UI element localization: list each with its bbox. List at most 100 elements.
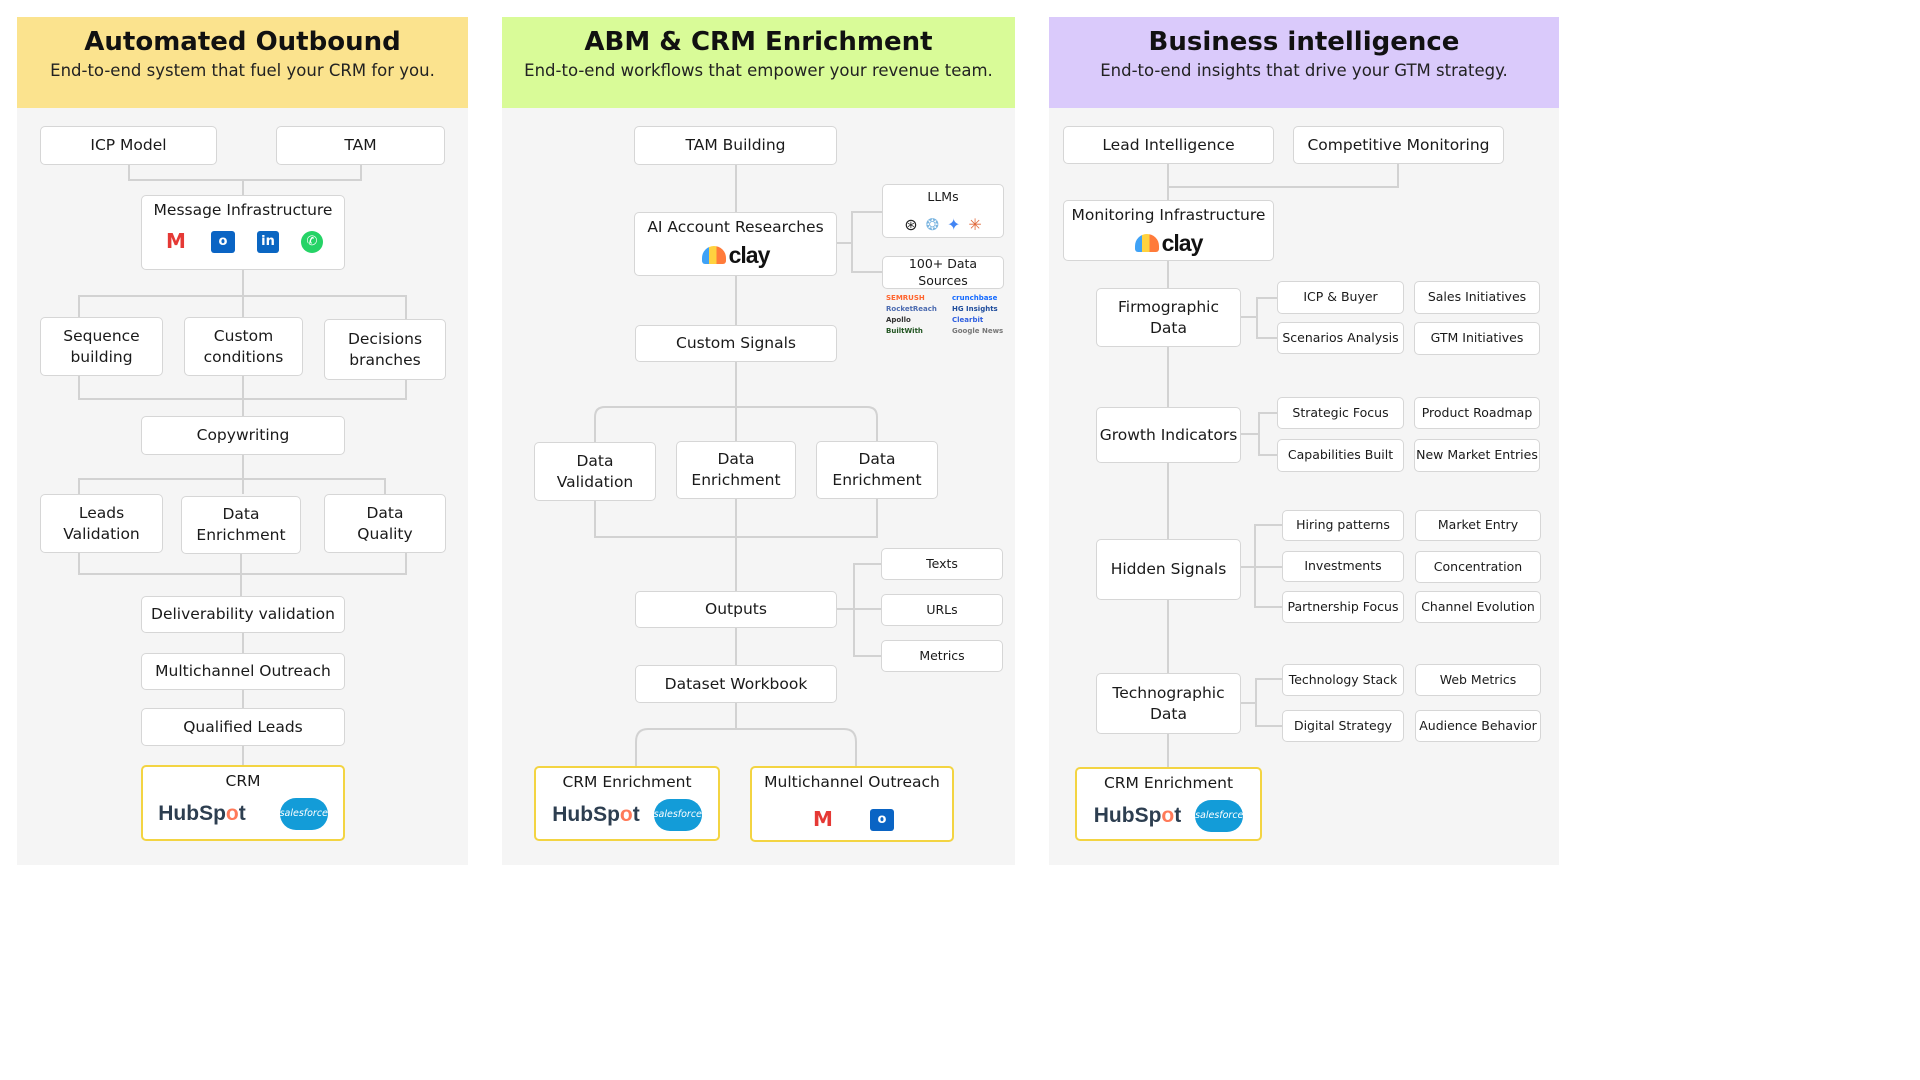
panel-title: Automated Outbound — [84, 27, 401, 57]
channel-evolution-label: Channel Evolution — [1421, 598, 1535, 614]
builtwith-logo: BuiltWith — [886, 327, 923, 335]
data-validation-label: Data Validation — [556, 451, 634, 491]
qualified-leads-box: Qualified Leads — [141, 708, 345, 746]
automated-outbound-panel: Automated Outbound End-to-end system tha… — [17, 17, 468, 865]
llm-icons: ⊛ ❂ ✦ ✳ — [904, 214, 982, 236]
panel-subtitle: End-to-end insights that drive your GTM … — [1100, 61, 1508, 80]
crm-enrichment-box: CRM Enrichment HubSpot salesforce — [534, 766, 720, 841]
hubspot-logo: HubSpot — [1093, 803, 1182, 827]
copywriting-box: Copywriting — [141, 416, 345, 455]
outlook-icon: o — [211, 230, 235, 253]
audience-behavior-label: Audience Behavior — [1419, 717, 1537, 733]
outputs-label: Outputs — [705, 600, 767, 619]
partnership-focus-box: Partnership Focus — [1282, 591, 1404, 623]
web-metrics-box: Web Metrics — [1415, 664, 1541, 696]
data-quality-label: Data Quality — [357, 503, 413, 543]
firmographic-data-label: Firmographic Data — [1118, 297, 1219, 337]
scenarios-analysis-label: Scenarios Analysis — [1282, 329, 1399, 345]
crm-enrichment-label: CRM Enrichment — [562, 773, 692, 791]
data-enrichment-box-2: Data Enrichment — [816, 441, 938, 499]
panel-subtitle: End-to-end workflows that empower your r… — [524, 61, 993, 80]
hubspot-logo: HubSpot — [552, 802, 640, 826]
strategic-focus-box: Strategic Focus — [1277, 397, 1404, 429]
gemini-icon: ✦ — [947, 214, 961, 234]
clay-icon — [701, 246, 726, 265]
linkedin-icon: in — [257, 230, 279, 253]
market-entry-label: Market Entry — [1437, 517, 1519, 533]
crm-logos: HubSpot salesforce — [552, 798, 702, 831]
hidden-signals-box: Hidden Signals — [1096, 539, 1241, 600]
crm-enrichment-box: CRM Enrichment HubSpot salesforce — [1075, 767, 1262, 841]
google-news-logo: Google News — [952, 327, 1004, 335]
qualified-leads-label: Qualified Leads — [183, 717, 303, 736]
outlook-icon: o — [870, 808, 894, 831]
custom-signals-box: Custom Signals — [635, 325, 837, 362]
metrics-box: Metrics — [881, 640, 1003, 672]
texts-label: Texts — [926, 555, 958, 571]
new-market-entries-label: New Market Entries — [1416, 447, 1538, 463]
audience-behavior-box: Audience Behavior — [1415, 710, 1541, 742]
strategic-focus-label: Strategic Focus — [1292, 404, 1389, 420]
rocketreach-logo: RocketReach — [886, 305, 937, 313]
outreach-icons: M o — [810, 807, 894, 831]
apollo-logo: Apollo — [886, 316, 911, 324]
clay-wordmark: clay — [1161, 229, 1204, 256]
clearbit-logo: Clearbit — [952, 316, 984, 324]
panel-title: Business intelligence — [1148, 27, 1460, 57]
product-roadmap-box: Product Roadmap — [1414, 397, 1540, 429]
tam-building-label: TAM Building — [685, 136, 786, 155]
data-enrichment-box: Data Enrichment — [676, 441, 796, 499]
digital-strategy-label: Digital Strategy — [1293, 717, 1393, 733]
data-enrichment-box: Data Enrichment — [181, 496, 301, 554]
panel-header: Business intelligence End-to-end insight… — [1049, 17, 1559, 108]
abm-crm-enrichment-panel: ABM & CRM Enrichment End-to-end workflow… — [502, 17, 1015, 865]
custom-conditions-label: Custom conditions — [203, 326, 284, 366]
partnership-focus-label: Partnership Focus — [1287, 598, 1399, 614]
ai-account-researches-box: AI Account Researches clay — [634, 212, 837, 276]
new-market-entries-box: New Market Entries — [1414, 439, 1540, 472]
product-roadmap-label: Product Roadmap — [1421, 404, 1533, 420]
clay-logo: clay — [701, 240, 770, 271]
semrush-logo: SEMRUSH — [886, 294, 925, 302]
technology-stack-label: Technology Stack — [1288, 671, 1398, 687]
multichannel-outreach-box: Multichannel Outreach — [141, 653, 345, 690]
investments-label: Investments — [1304, 558, 1382, 574]
growth-indicators-label: Growth Indicators — [1099, 425, 1238, 444]
message-infrastructure-box: Message Infrastructure M o in ✆ — [141, 195, 345, 270]
market-entry-box: Market Entry — [1415, 510, 1541, 541]
business-intelligence-panel: Business intelligence End-to-end insight… — [1049, 17, 1559, 865]
digital-strategy-box: Digital Strategy — [1282, 710, 1404, 742]
investments-box: Investments — [1282, 551, 1404, 582]
data-validation-box: Data Validation — [534, 442, 656, 501]
message-channel-icons: M o in ✆ — [163, 229, 323, 254]
gmail-icon: M — [166, 229, 186, 254]
clay-icon — [1134, 234, 1159, 253]
connector-lines — [1167, 164, 1399, 767]
multichannel-outreach-box: Multichannel Outreach M o — [750, 766, 954, 842]
multichannel-outreach-label: Multichannel Outreach — [155, 662, 331, 681]
hiring-patterns-box: Hiring patterns — [1282, 510, 1404, 541]
data-enrichment-label-2: Data Enrichment — [832, 450, 922, 489]
clay-logo: clay — [1134, 228, 1204, 259]
custom-conditions-box: Custom conditions — [184, 317, 303, 376]
technographic-data-box: Technographic Data — [1096, 673, 1241, 734]
monitoring-infrastructure-box: Monitoring Infrastructure clay — [1063, 200, 1274, 261]
panel-subtitle: End-to-end system that fuel your CRM for… — [50, 61, 435, 80]
copywriting-label: Copywriting — [196, 426, 290, 445]
dataset-workbook-label: Dataset Workbook — [664, 674, 808, 693]
technographic-data-label: Technographic Data — [1112, 683, 1225, 723]
data-sources-box: 100+ Data Sources — [882, 256, 1004, 289]
competitive-monitoring-label: Competitive Monitoring — [1307, 135, 1490, 154]
firmographic-data-box: Firmographic Data — [1096, 288, 1241, 347]
icp-model-box: ICP Model — [40, 126, 217, 165]
crm-logos: HubSpot salesforce — [1093, 799, 1243, 832]
llms-box: LLMs ⊛ ❂ ✦ ✳ — [882, 184, 1004, 238]
sales-initiatives-label: Sales Initiatives — [1427, 289, 1527, 305]
lead-intelligence-label: Lead Intelligence — [1102, 135, 1235, 154]
brain-icon: ❂ — [925, 214, 939, 234]
growth-indicators-box: Growth Indicators — [1096, 407, 1241, 463]
hginsights-logo: HG Insights — [952, 305, 998, 313]
hiring-patterns-label: Hiring patterns — [1296, 517, 1390, 533]
sales-initiatives-box: Sales Initiatives — [1414, 281, 1540, 314]
capabilities-built-label: Capabilities Built — [1287, 447, 1394, 463]
